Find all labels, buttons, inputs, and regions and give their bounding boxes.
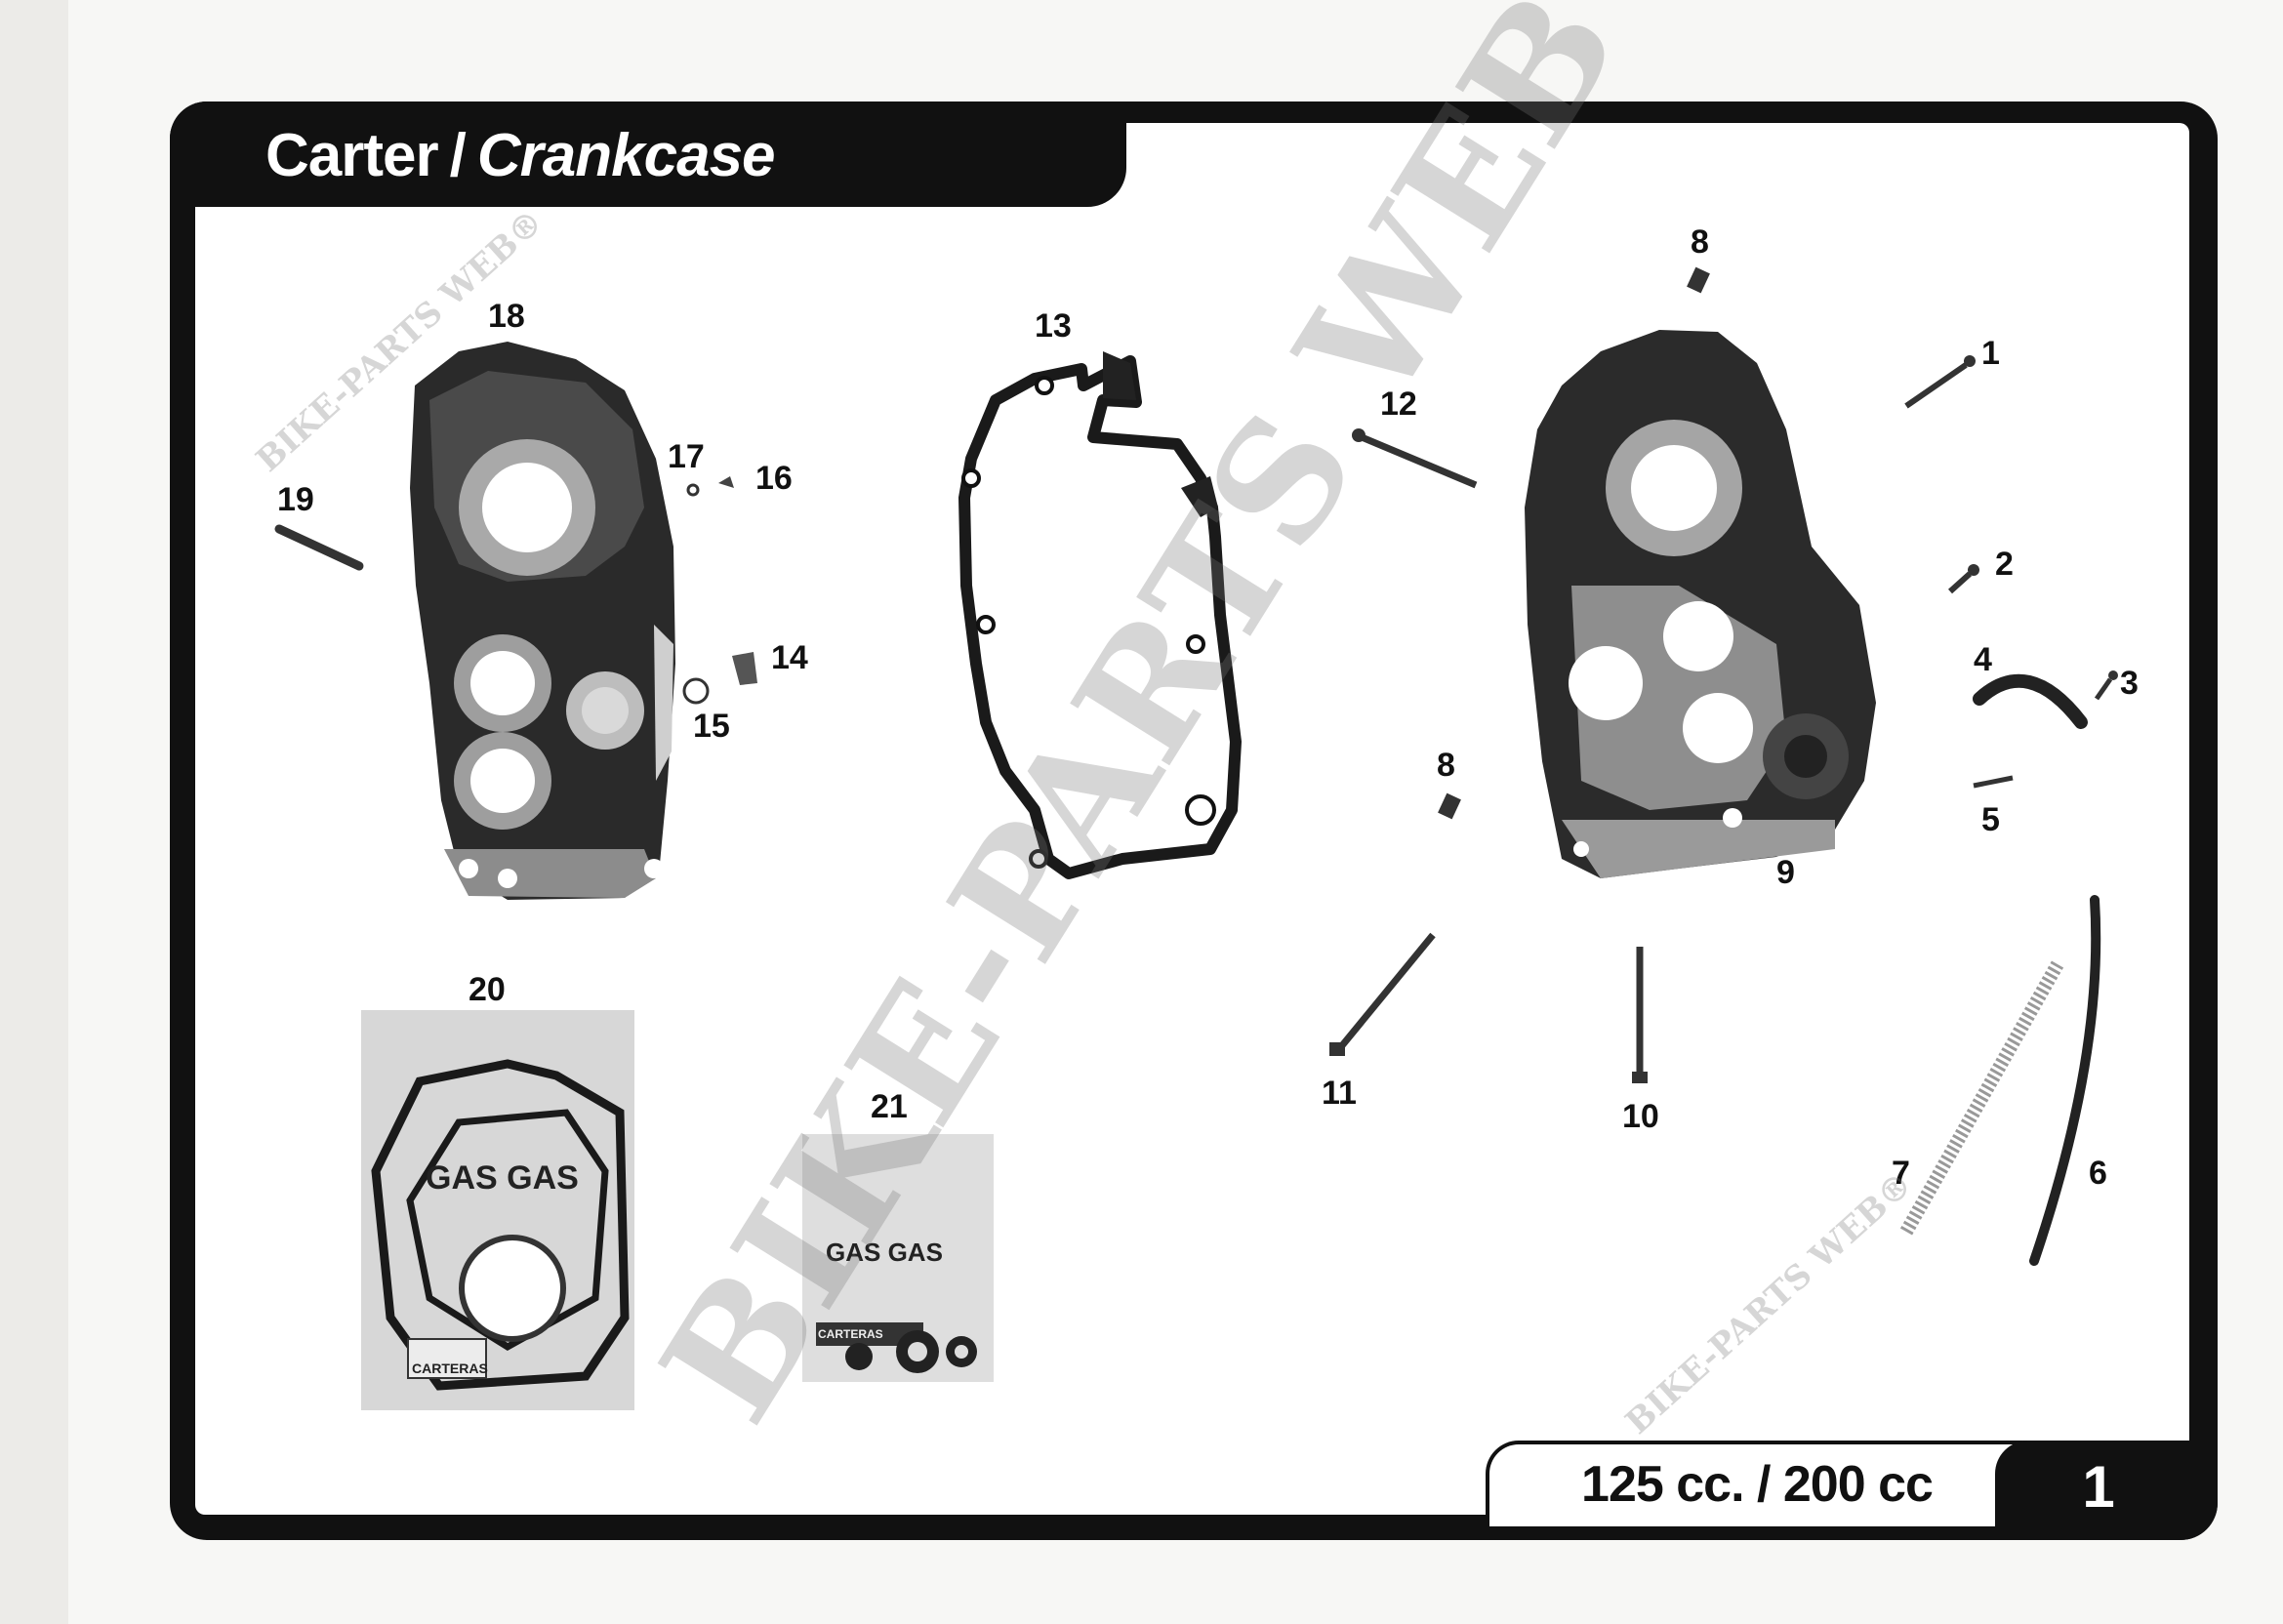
bolt-part-12 [1352, 428, 1478, 489]
bracket-part-4 [1973, 673, 2088, 729]
seal-kit-brand: GAS GAS [826, 1238, 943, 1267]
gasket-kit-brand: GAS GAS [426, 1159, 579, 1197]
bolt-part-11 [1329, 932, 1436, 1056]
callout-8-bottom: 8 [1437, 747, 1455, 784]
page-number: 1 [2082, 1454, 2115, 1520]
callout-21: 21 [871, 1088, 908, 1125]
title-separator: / [449, 122, 467, 189]
callout-10: 10 [1622, 1098, 1659, 1135]
callout-3: 3 [2120, 665, 2139, 702]
callout-13: 13 [1035, 307, 1072, 345]
callout-19: 19 [277, 481, 314, 518]
hose-part-6 [2029, 895, 2101, 1266]
callout-4: 4 [1974, 641, 1992, 678]
spring-part-7 [1899, 960, 2064, 1236]
title-french: Carter [265, 122, 439, 189]
callout-11: 11 [1322, 1075, 1357, 1112]
callout-8-top: 8 [1691, 223, 1709, 261]
page-number-tab [1995, 1441, 2218, 1540]
bolt-part-2 [1947, 564, 1979, 594]
gasket-kit-code: CARTERAS [412, 1360, 488, 1376]
dowel-part-8-bottom [1438, 792, 1461, 820]
callout-16: 16 [755, 460, 793, 497]
title-english: Crankcase [476, 122, 776, 189]
dowel-pin-part-19 [274, 524, 364, 571]
pin-part-5 [1973, 775, 2014, 789]
callout-14: 14 [771, 639, 808, 676]
pin-part-16 [718, 476, 734, 488]
callout-12: 12 [1380, 386, 1417, 423]
callout-7: 7 [1892, 1155, 1910, 1192]
bolt-part-10 [1632, 947, 1648, 1083]
seal-kit-code: CARTERAS [818, 1327, 883, 1341]
page-title: Carter/Crankcase [265, 117, 776, 195]
seal-kit-part-21 [802, 1134, 994, 1382]
left-crankcase-part-18 [410, 342, 675, 900]
callout-20: 20 [469, 971, 506, 1008]
plug-part-14 [732, 652, 757, 685]
dowel-part-8-top [1687, 266, 1710, 294]
callout-9: 9 [1776, 854, 1795, 891]
callout-17: 17 [668, 438, 705, 475]
o-ring-part-15 [682, 677, 710, 705]
bolt-part-1 [1904, 355, 1976, 409]
footer-displacement: 125 cc. / 200 cc [1581, 1456, 1934, 1513]
callout-15: 15 [693, 708, 730, 745]
callout-6: 6 [2089, 1155, 2107, 1192]
crankcase-gasket-part-13 [958, 351, 1242, 879]
callout-2: 2 [1995, 546, 2014, 583]
title-tab [170, 102, 1126, 207]
gasket-kit-part-20 [361, 1010, 634, 1410]
callout-5: 5 [1981, 801, 2000, 838]
callout-18: 18 [488, 298, 525, 335]
bolt-part-3 [2094, 670, 2118, 701]
washer-part-17 [686, 483, 700, 497]
right-crankcase-part-9 [1525, 330, 1876, 878]
callout-1: 1 [1981, 335, 2000, 372]
